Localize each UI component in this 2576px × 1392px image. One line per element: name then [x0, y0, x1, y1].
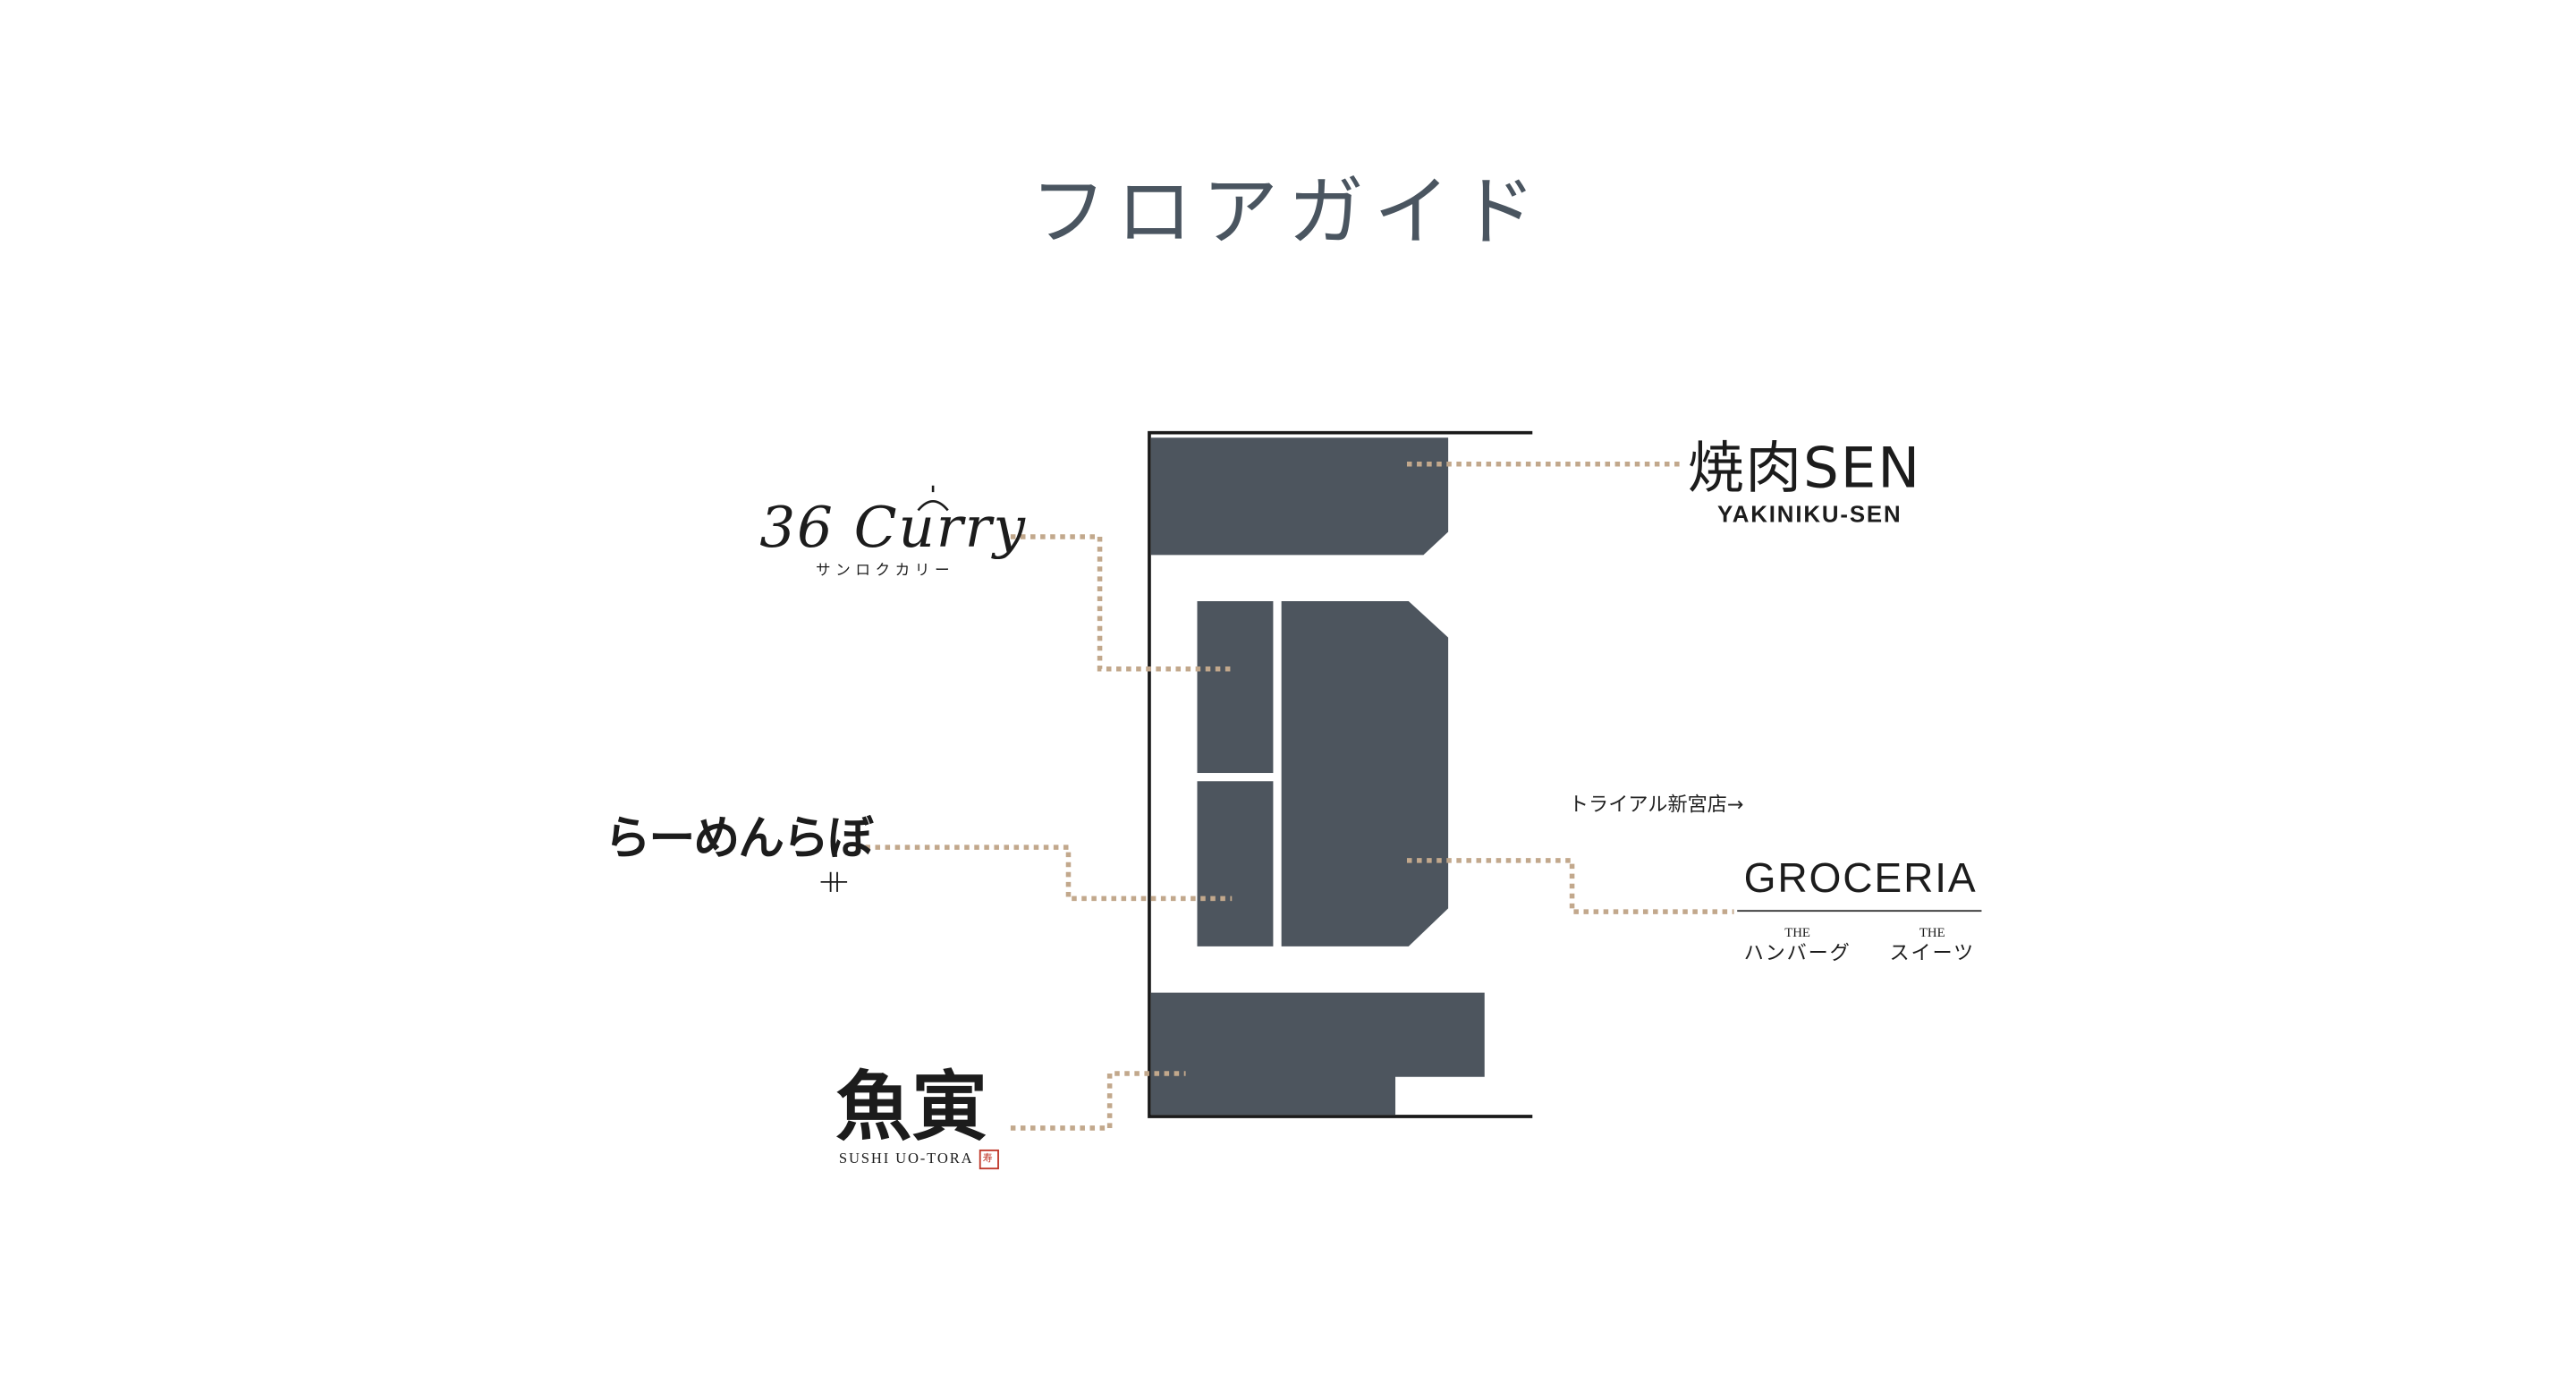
brand-name: スイーツ — [1889, 941, 1976, 965]
leader-groceria — [1406, 858, 1734, 914]
groceria-name: GROCERIA — [1737, 855, 1982, 912]
page-title: フロアガイド — [1030, 166, 1546, 257]
block-36-curry[interactable] — [1197, 601, 1274, 774]
yakiniku-sen-name: 焼肉SEN — [1687, 436, 1922, 503]
ramen-labo-name: らーめんらぼ — [604, 811, 874, 866]
uotora-name: 魚寅 — [835, 1062, 988, 1151]
uotora-romaji: SUSHI UO-TORA — [838, 1150, 974, 1167]
logo-groceria[interactable]: GROCERIA THE ハンバーグ THE スイーツ — [1737, 855, 1982, 964]
block-ramen-labo[interactable] — [1197, 781, 1274, 946]
seal-icon: 寿 — [979, 1149, 999, 1170]
brand-prefix: THE — [1919, 924, 1945, 940]
neighbor-store-label[interactable]: トライアル新宮店→ — [1568, 793, 1744, 817]
logo-36-curry[interactable]: 36 Curry サンロクカリー — [759, 496, 1027, 580]
ramen-cross-icon — [820, 871, 848, 892]
logo-ramen-labo[interactable]: らーめんらぼ — [604, 802, 874, 869]
curry-dome-icon — [917, 485, 949, 512]
leader-sushi-uotora — [1010, 1071, 1186, 1131]
groceria-brand-sweets: THE スイーツ — [1889, 925, 1975, 964]
curry-name: 36 Curry — [759, 495, 1027, 562]
groceria-brands: THE ハンバーグ THE スイーツ — [1737, 925, 1981, 964]
leader-ramen-labo — [855, 845, 1233, 902]
block-sushi-uotora[interactable] — [1150, 992, 1485, 1116]
yakiniku-sen-romaji: YAKINIKU-SEN — [1717, 500, 1902, 527]
logo-yakiniku-sen[interactable]: 焼肉SEN YAKINIKU-SEN — [1688, 423, 1921, 527]
logo-sushi-uotora[interactable]: 魚寅 SUSHI UO-TORA 寿 — [835, 1062, 999, 1170]
uotora-romaji-row: SUSHI UO-TORA 寿 — [838, 1149, 999, 1170]
block-yakiniku-sen[interactable] — [1150, 437, 1449, 556]
brand-name: ハンバーグ — [1743, 941, 1852, 965]
building-wall — [1148, 430, 1533, 1118]
block-groceria[interactable] — [1281, 601, 1449, 946]
brand-prefix: THE — [1784, 924, 1810, 940]
curry-kana: サンロクカリー — [816, 563, 955, 581]
groceria-brand-hamburg: THE ハンバーグ — [1744, 925, 1852, 964]
